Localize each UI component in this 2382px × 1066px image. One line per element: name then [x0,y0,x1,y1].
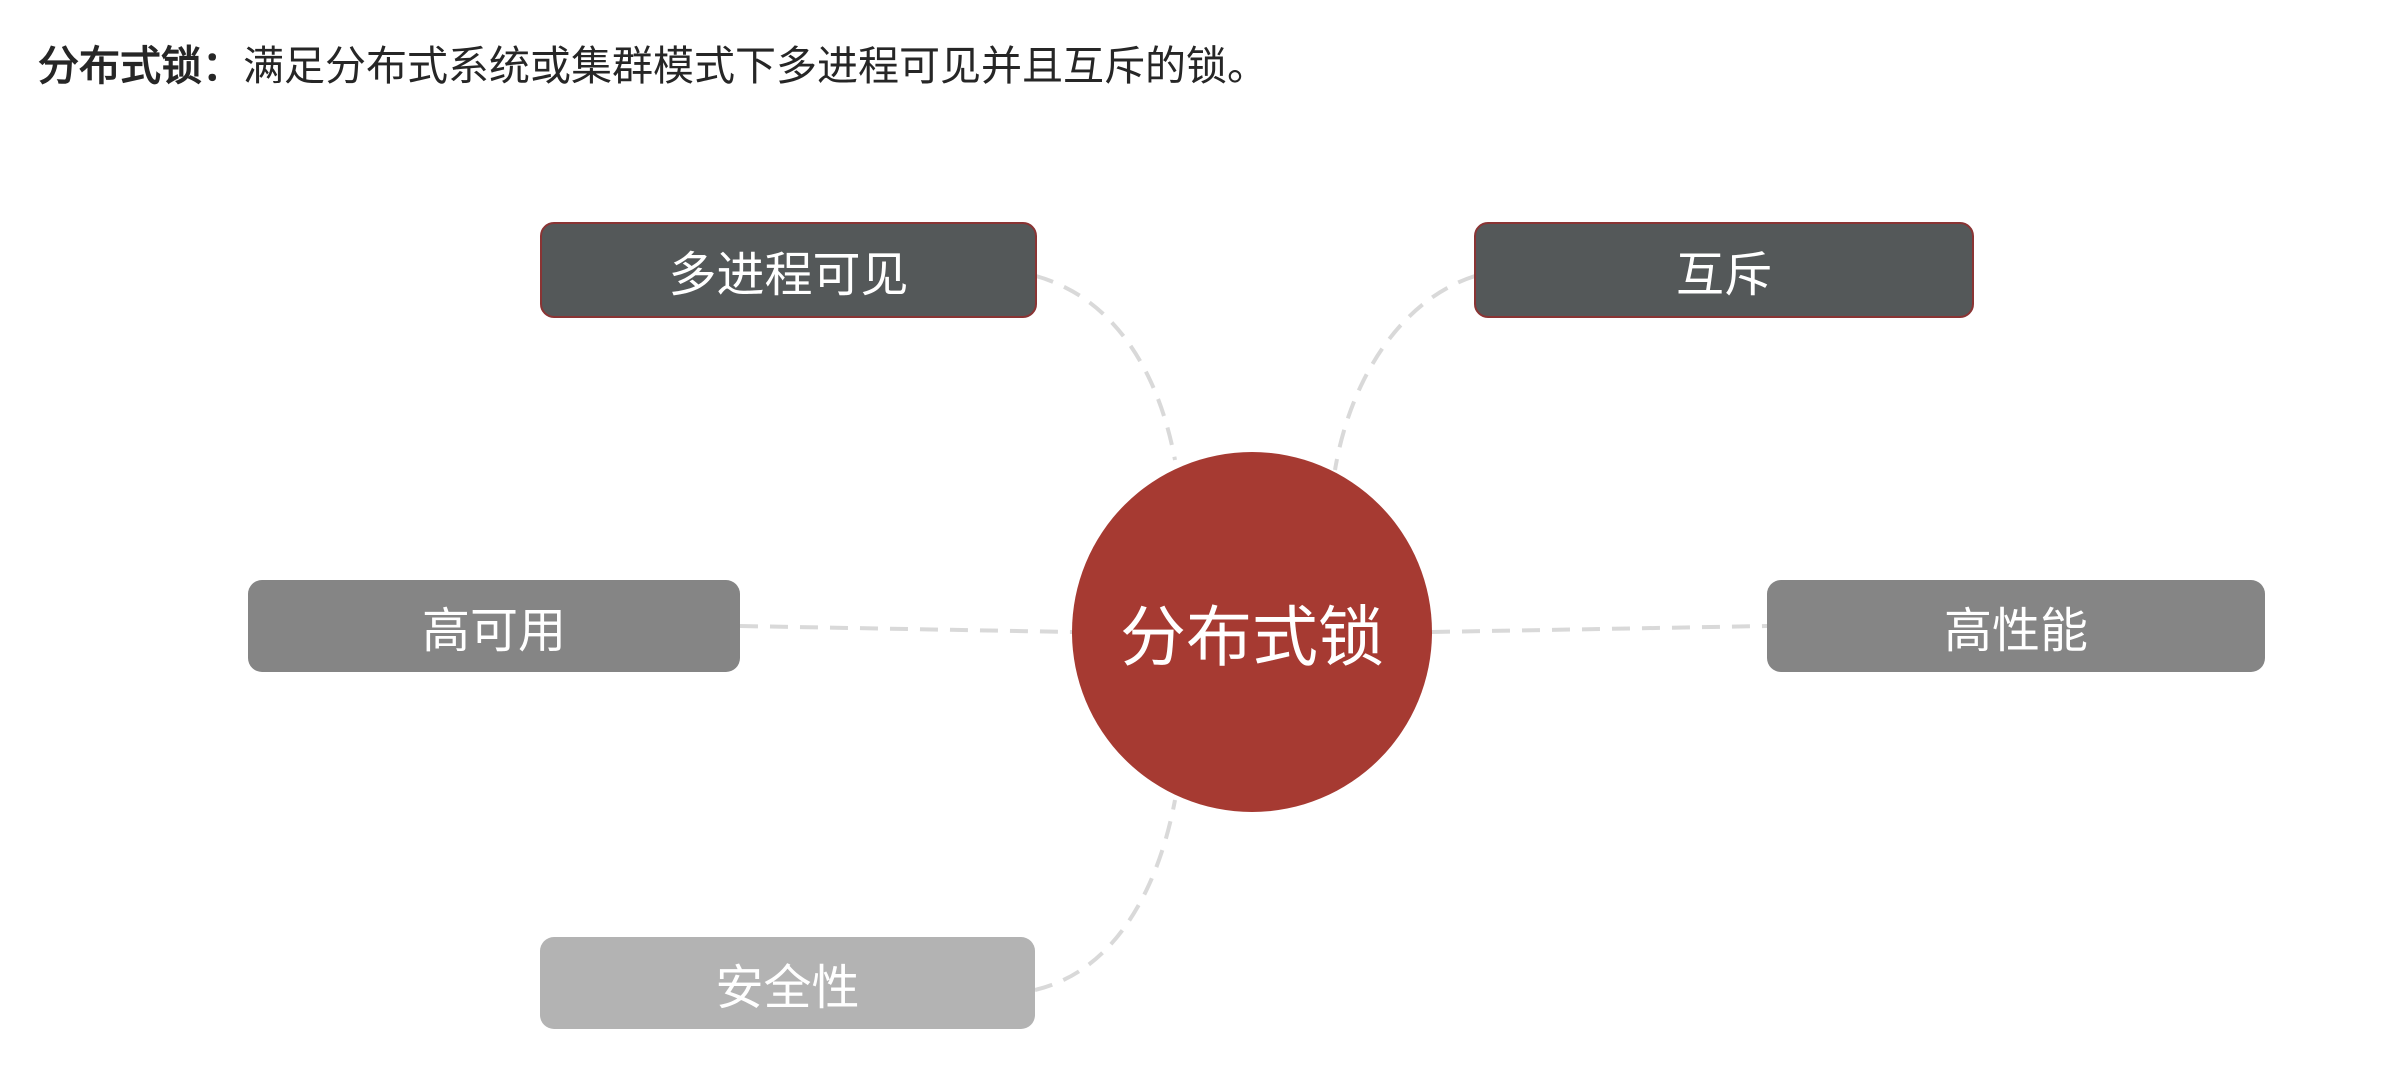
center-node-label: 分布式锁 [1120,599,1384,676]
node-high-performance: 高性能 [1767,580,2265,672]
node-multi-process-visible: 多进程可见 [540,222,1037,318]
headline-definition: 满足分布式系统或集群模式下多进程可见并且互斥的锁。 [243,42,1268,90]
node-mutual-exclusion: 互斥 [1474,222,1974,318]
node-high-availability-label: 高可用 [421,603,566,659]
node-mutual-exclusion-label: 互斥 [1675,247,1772,303]
connector-high-performance [1431,624,1768,634]
node-high-availability: 高可用 [248,580,740,672]
node-high-performance-label: 高性能 [1943,603,2088,659]
connector-high-availability [739,624,1073,634]
connector-mutual-exclusion [1333,274,1476,471]
connector-security [1034,799,1177,992]
connector-multi-process-visible [1035,274,1177,461]
headline: 分布式锁：满足分布式系统或集群模式下多进程可见并且互斥的锁。 [38,46,1268,87]
node-security-label: 安全性 [715,960,860,1016]
center-node: 分布式锁 [1072,452,1432,812]
node-multi-process-visible-label: 多进程可见 [668,247,909,303]
node-security: 安全性 [540,937,1035,1029]
headline-term: 分布式锁： [38,42,243,90]
